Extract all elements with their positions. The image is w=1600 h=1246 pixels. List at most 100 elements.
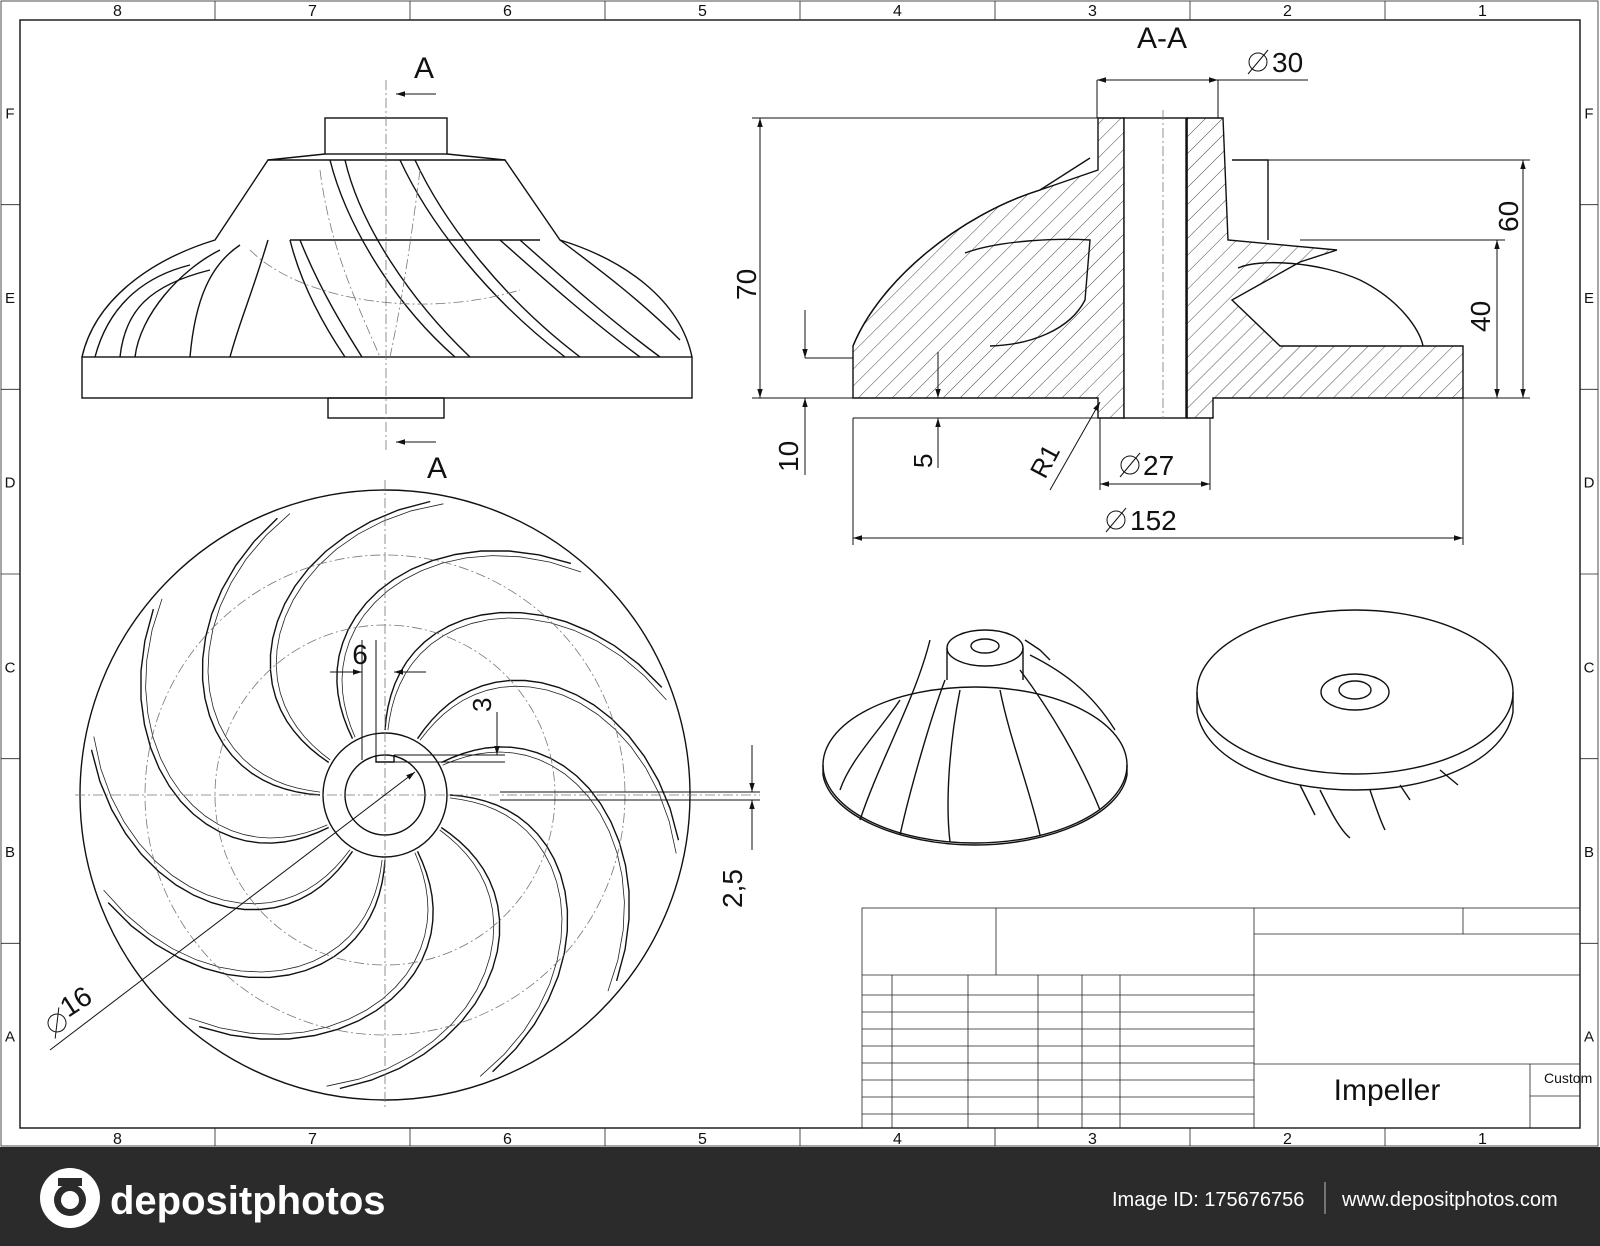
hidden-line [249,249,521,305]
blade-edge [329,159,456,358]
blade-edge [289,239,346,358]
blade-edge [499,239,641,358]
grid-column-label: 1 [1478,3,1487,20]
impeller-blade-edge [275,503,444,761]
iso-bore-back [1338,680,1372,700]
bore [1123,117,1188,419]
grid-row-label: B [5,844,15,861]
impeller-blade [416,679,680,841]
impeller-blade-edge [419,685,677,854]
impeller-blade-edge [442,751,625,992]
dim-d30-text: 30 [1272,47,1303,78]
grid-row-label: C [1584,659,1595,676]
sheet-note: Custom [1544,1070,1592,1086]
hidden-line [389,169,421,358]
iso-blade [1029,654,1116,731]
grid-column-label: 6 [503,1131,512,1148]
impeller-blade [336,550,572,739]
iso-blade [947,689,961,843]
top-view: 6 3 2,5 16 [47,480,760,1110]
title-block-frame [861,907,1581,1129]
hidden-line [319,169,381,358]
impeller-blade [198,851,434,1040]
impeller-blade [107,859,386,979]
inner-frame [19,19,1581,1129]
footer-image-id: Image ID: 175676756 [1112,1189,1304,1211]
iso-blade-tip [1024,639,1051,661]
diameter-symbol-icon [1105,507,1127,533]
impeller-blade [140,608,329,844]
grid-column-label: 1 [1478,1131,1487,1148]
outer-frame [0,0,1599,1147]
iso-base-ellipse [822,686,1128,844]
grid-column-label: 7 [308,3,317,20]
grid-row-label: F [1584,105,1593,122]
part-name: Impeller [1334,1074,1441,1107]
dim-h70-text: 70 [731,269,762,300]
grid-column-label: 5 [698,3,707,20]
blade-edge [299,239,363,358]
iso-blade [859,639,931,821]
iso-blade [1019,669,1101,811]
grid-column-label: 8 [113,3,122,20]
title-block: Impeller Custom [861,907,1592,1129]
grid-column-label: 6 [503,3,512,20]
iso-disk-rim [1196,692,1514,791]
footer-website-link[interactable]: www.depositphotos.com [1341,1189,1558,1211]
side-view-hub-profile [81,159,693,358]
diameter-symbol-icon [47,1007,67,1039]
impeller-blade-edge [188,852,429,1035]
impeller-blade-edge [103,859,383,973]
impeller-blade-edge [387,617,667,731]
camera-aperture-icon [40,1168,100,1228]
dim-h10-text: 10 [773,441,804,472]
grid-row-label: E [1584,290,1594,307]
footer-website: www.depositphotos.com [1341,1189,1558,1211]
section-title: A-A [1137,22,1187,55]
grid-row-label: D [1584,475,1595,492]
dim-d152-text: 152 [1130,505,1177,536]
section-view: A-A 30 70 60 40 10 5 R1 27 152 [731,22,1530,545]
diameter-symbol-icon [1119,452,1141,478]
grid-row-label: C [5,659,16,676]
impeller-blade-edge [326,829,495,1087]
footer-logo-text: depositphotos [110,1179,386,1223]
grid-row-label: F [5,105,14,122]
grid-column-label: 2 [1283,3,1292,20]
impeller-blade-edge [341,555,582,738]
grid-column-label: 7 [308,1131,317,1148]
grid-row-label: D [5,475,16,492]
impeller-blade [201,517,321,796]
blade-profile-left [964,238,1091,347]
pitch-circle [214,624,556,966]
impeller-blade-edge [207,513,321,793]
grid-column-label: 5 [698,1131,707,1148]
dim-d27-text: 27 [1143,450,1174,481]
blade-edge [119,269,211,358]
impeller-blade [441,746,630,982]
side-view: A A [81,52,693,485]
dim-h5-text: 5 [908,454,938,468]
blade-edge [559,239,681,341]
dim-w6-text: 6 [352,639,368,670]
dim-h60-text: 60 [1493,201,1524,232]
impeller-blade [90,749,354,911]
blade-edge [519,239,661,358]
iso-hub-back [1320,673,1390,711]
grid-column-label: 4 [893,3,902,20]
iso-blade [999,689,1041,836]
section-label-top: A [414,52,434,85]
section-outline [852,157,1091,347]
grid-column-label: 8 [113,1131,122,1148]
blade-edge [344,159,471,358]
grid-row-label: A [1584,1029,1594,1046]
isometric-view-back [1196,609,1514,839]
impeller-blade-edge [145,598,328,839]
blade-edge [134,249,221,358]
impeller-blade [384,611,663,731]
section-hatch-right [1186,117,1464,419]
blade-edge [414,159,581,358]
blade-edge [189,244,241,358]
